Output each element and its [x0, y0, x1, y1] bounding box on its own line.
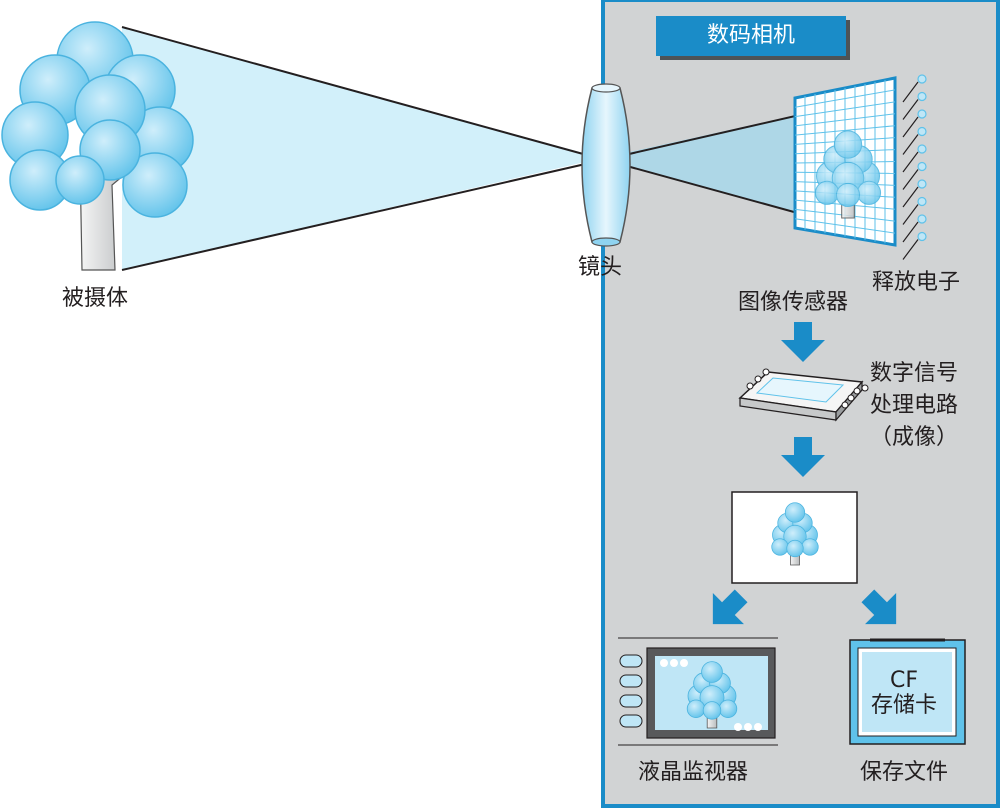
ray-bottom — [121, 102, 853, 271]
lens-label: 镜头 — [578, 255, 623, 280]
electron-dot — [917, 144, 927, 154]
electron-dot — [917, 231, 927, 242]
electron-dot — [917, 179, 927, 189]
subject-label: 被摄体 — [62, 286, 129, 311]
camera-title: 数码相机 — [656, 16, 846, 56]
image-sensor-label: 图像传感器 — [738, 290, 849, 315]
cf-card-icon — [849, 638, 966, 745]
lcd-monitor-icon — [618, 637, 778, 746]
electron-dot — [917, 91, 927, 102]
save-file-label: 保存文件 — [860, 760, 949, 785]
cf-card-line-1: CF — [889, 668, 918, 693]
dsp-line-1: 数字信号 — [870, 361, 959, 386]
light-cone — [122, 27, 602, 270]
electron-dot — [917, 74, 927, 84]
lens-icon — [581, 83, 631, 247]
electron-dot — [917, 109, 927, 119]
dsp-line-2: 处理电路 — [870, 392, 959, 418]
dsp-label: 数字信号 处理电路 （成像） — [870, 358, 958, 454]
dsp-line-3: （成像） — [870, 424, 959, 450]
lcd-monitor-label: 液晶监视器 — [638, 760, 749, 785]
image-cone — [602, 103, 852, 228]
tree-icon — [1, 21, 194, 271]
electron-dot — [917, 196, 927, 207]
chip-icon — [738, 368, 869, 422]
cf-card-line-2: 存储卡 — [870, 693, 937, 719]
electron-dot — [917, 214, 927, 224]
sensor-grid-icon — [793, 74, 927, 260]
electron-dot — [917, 126, 927, 137]
emit-electrons-label: 释放电子 — [872, 270, 961, 295]
cf-card-text: CF 存储卡 — [862, 668, 946, 719]
electron-dot — [917, 161, 927, 172]
ray-top — [121, 26, 853, 229]
